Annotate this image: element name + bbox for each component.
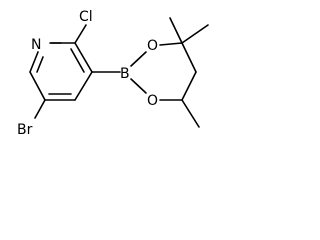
atom-label-b: B [120,66,130,82]
bond-c-ch2 [181,42,197,73]
bond-methyl-2 [181,24,209,44]
dioxaborinane-ring [130,42,197,101]
pyridine-ring [29,42,93,101]
bond-c2-c3 [74,42,93,73]
bond-o-bottom-b [130,78,147,94]
bond-ch2-c [181,71,197,101]
molecule-diagram: N Cl Br B O O [0,0,235,155]
atom-label-n: N [31,37,41,53]
bond-c3-c4 [74,71,93,101]
bond-o-top-c [159,42,183,46]
atom-label-cl: Cl [79,9,93,25]
bond-c5-c6 [29,71,46,101]
bond-c2-c3-inner [70,48,85,73]
atom-label-br: Br [17,122,33,138]
bond-methyl-1 [169,17,183,44]
bond-c2-cl [74,24,87,44]
structure-canvas: N Cl Br B O O [17,9,209,138]
bond-c6-n-inner [36,56,44,73]
bond-c6-n [29,51,39,73]
bond-c5-br [34,99,46,119]
bond-b-o-top [130,51,147,67]
atom-label-o-top: O [147,38,158,54]
atom-label-o-bottom: O [147,93,158,109]
bond-methyl-3 [181,99,200,128]
